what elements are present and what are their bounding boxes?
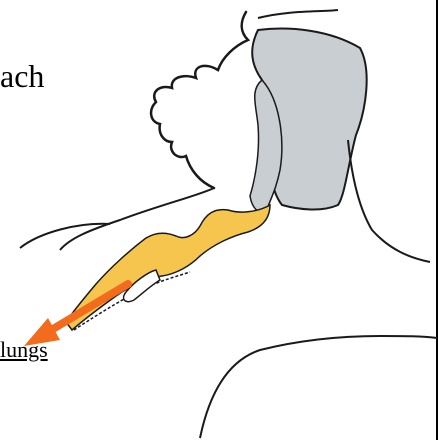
back-of-head-outline: [348, 140, 430, 262]
top-text-label: ach: [0, 60, 44, 92]
head-profile-outline: [151, 12, 248, 188]
lungs-label: lungs: [0, 337, 48, 363]
skull-outline: [258, 10, 338, 18]
shoulder-outline: [200, 336, 437, 438]
